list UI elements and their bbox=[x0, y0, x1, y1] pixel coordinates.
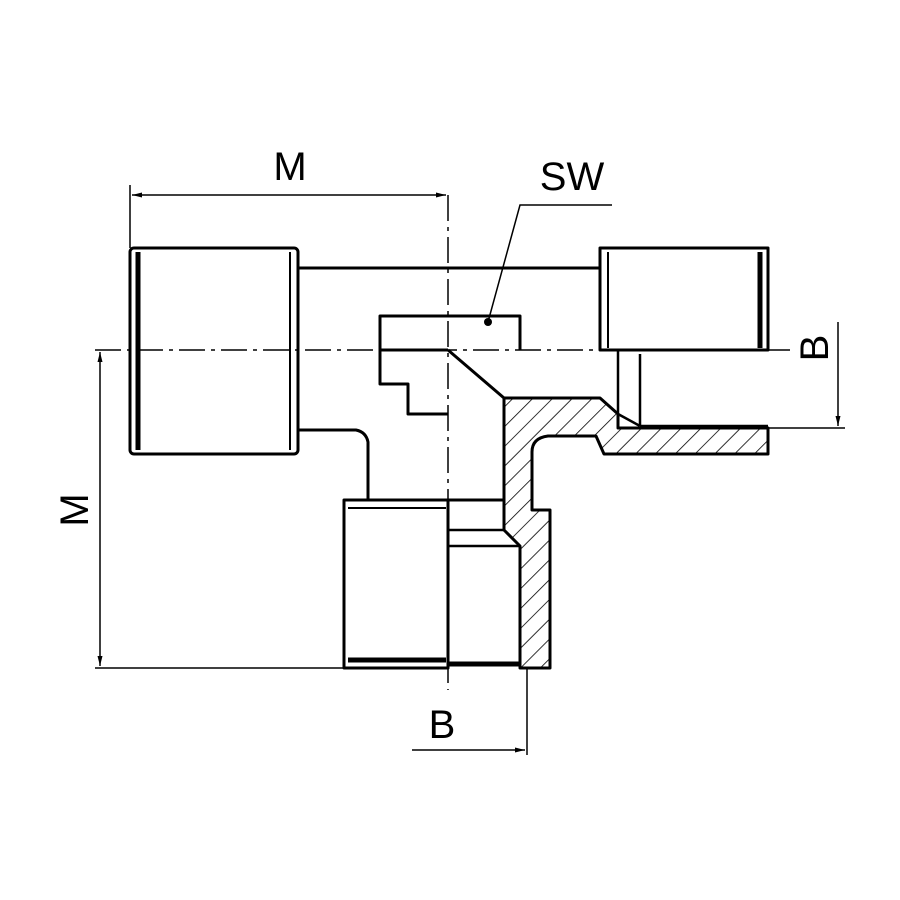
right-thread bbox=[616, 350, 768, 428]
bottom-nut bbox=[342, 498, 450, 670]
top-dimension-label: M bbox=[273, 145, 306, 189]
left-dimension-label: M bbox=[53, 493, 97, 526]
left-nut bbox=[128, 246, 300, 456]
dimension-lines bbox=[95, 185, 845, 755]
right-nut bbox=[598, 246, 770, 352]
wrench-size-label: SW bbox=[540, 155, 605, 199]
right-thread-label: B bbox=[793, 335, 837, 362]
bottom-thread bbox=[448, 528, 520, 667]
internal-profile bbox=[378, 314, 522, 502]
fitting-body bbox=[128, 246, 770, 670]
section-hatch bbox=[502, 396, 770, 670]
bottom-thread-label: B bbox=[429, 703, 456, 747]
center-lines bbox=[95, 195, 790, 690]
